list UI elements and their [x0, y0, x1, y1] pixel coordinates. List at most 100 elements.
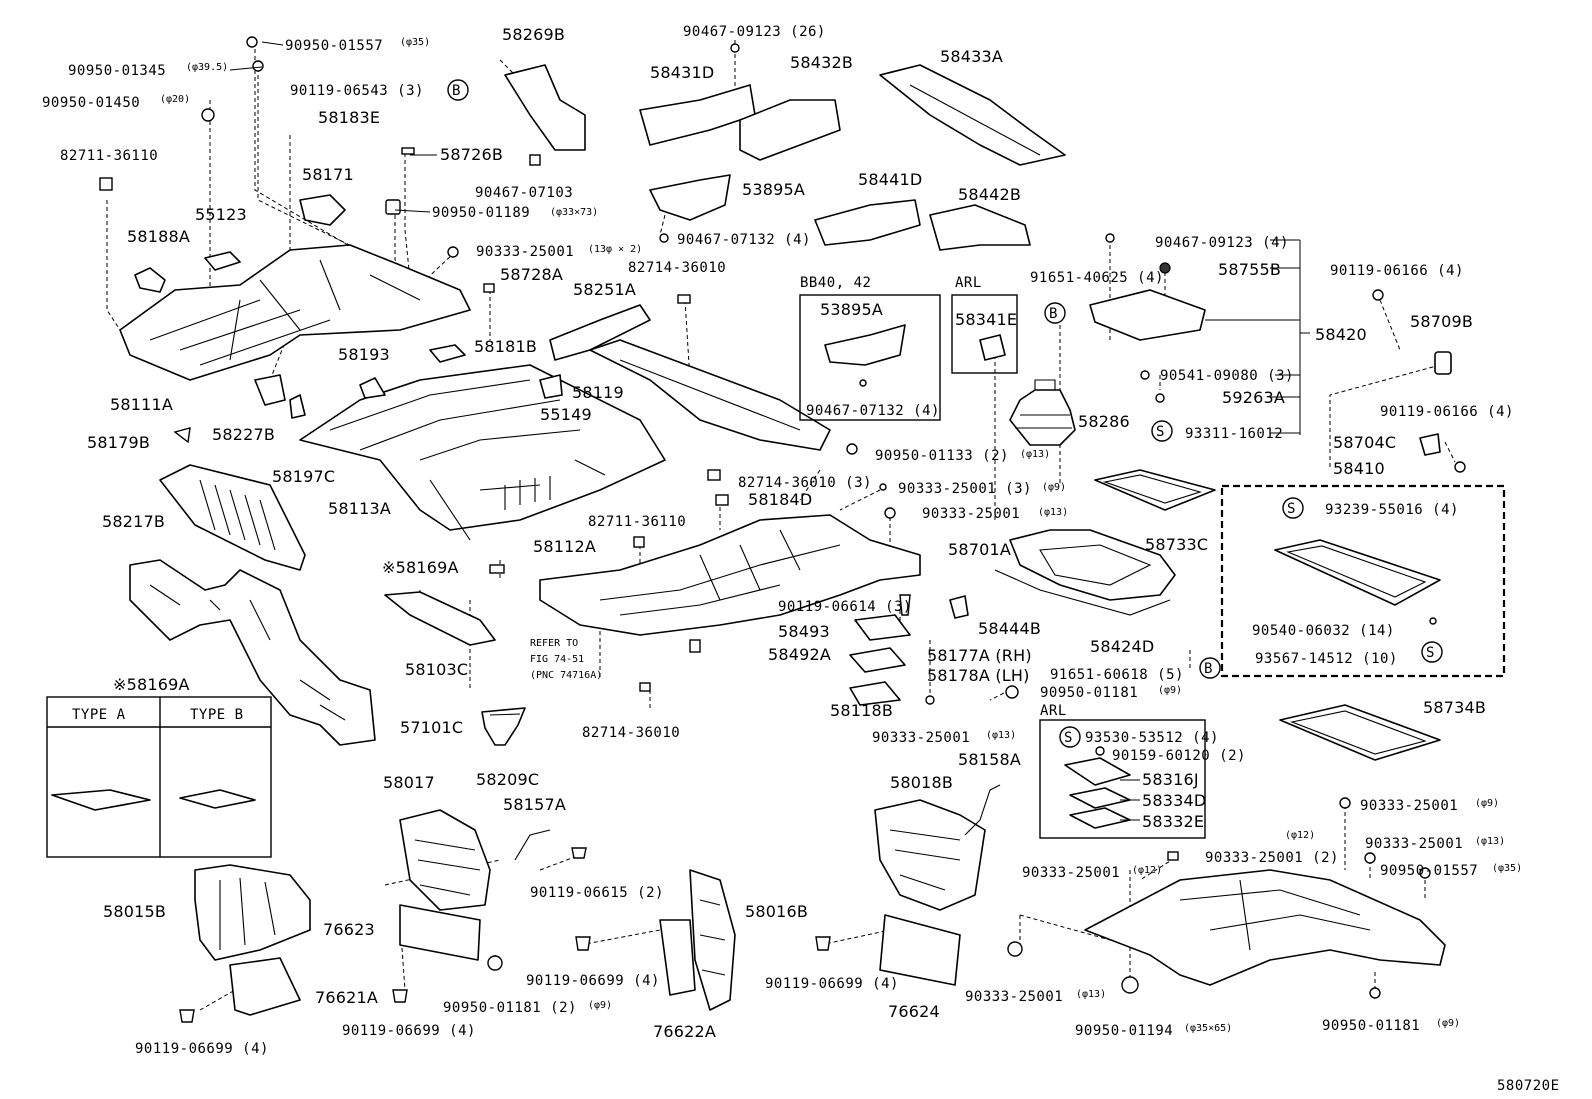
label-53895A-box: 53895A	[820, 300, 883, 319]
clip-icon	[677, 294, 691, 304]
label-90119-06699: 90119-06699 (4)	[342, 1023, 476, 1039]
label-76622A: 76622A	[653, 1022, 716, 1041]
label-55123: 55123	[195, 205, 247, 224]
clip-icon	[173, 427, 191, 444]
label-58169A-box: ※58169A	[113, 675, 190, 694]
svg-text:B: B	[1049, 306, 1058, 322]
label-type-b: TYPE B	[190, 707, 244, 723]
label-58227B: 58227B	[212, 425, 275, 444]
label-58755B: 58755B	[1218, 260, 1281, 279]
label-58728A: 58728A	[500, 265, 563, 284]
label-58441D: 58441D	[858, 170, 922, 189]
bolt-icon	[1095, 746, 1105, 756]
label-90541-09080: 90541-09080 (3)	[1160, 368, 1294, 384]
part-53895A-top-shape	[649, 174, 731, 221]
label-90467-07132-box: 90467-07132 (4)	[806, 403, 940, 419]
part-58193-shape	[359, 377, 386, 399]
washer-icon	[1429, 617, 1437, 625]
label-dim: (φ35)	[1492, 863, 1522, 874]
part-58188A-shape	[134, 267, 166, 293]
bolt-icon	[575, 936, 591, 951]
label-dim: (φ35)	[400, 37, 430, 48]
label-58734B: 58734B	[1423, 698, 1486, 717]
part-58492A-shape	[849, 647, 906, 673]
label-58424D: 58424D	[1090, 637, 1154, 656]
label-dim: (φ39.5)	[186, 62, 228, 73]
marker-b-icon: B	[1199, 657, 1221, 679]
label-90333-25001: 90333-25001	[872, 730, 970, 746]
bolt-icon	[529, 154, 541, 166]
label-82711-36110: 82711-36110	[60, 148, 158, 164]
label-bb40-42: BB40, 42	[800, 275, 871, 291]
part-58209C-shape	[481, 707, 526, 746]
part-58118B-shape	[849, 681, 901, 706]
label-90950-01450: 90950-01450	[42, 95, 140, 111]
part-58493-shape	[854, 614, 911, 641]
part-58332E-shape	[1069, 807, 1131, 829]
label-58017: 58017	[383, 773, 435, 792]
label-58334D: 58334D	[1142, 791, 1206, 810]
part-rear-floor-right-shape	[1084, 869, 1446, 986]
clip-icon	[401, 147, 415, 155]
label-58103C: 58103C	[405, 660, 468, 679]
part-58157A-shape	[514, 829, 551, 861]
svg-text:S: S	[1064, 730, 1073, 746]
part-58018B-shape	[874, 799, 986, 911]
plug-icon	[1005, 685, 1019, 699]
label-58701A: 58701A	[948, 540, 1011, 559]
part-58341E-shape	[979, 334, 1006, 361]
plug-icon	[884, 507, 896, 519]
label-90119-06699: 90119-06699 (4)	[765, 976, 899, 992]
label-58193: 58193	[338, 345, 390, 364]
label-dim: (φ9)	[1042, 482, 1066, 493]
label-58183E: 58183E	[318, 108, 380, 127]
part-58733C-shape	[1094, 469, 1216, 511]
label-90119-06615: 90119-06615 (2)	[530, 885, 664, 901]
plug-icon	[846, 443, 858, 455]
dashed-box-58410	[1220, 484, 1506, 678]
screw-icon	[659, 233, 669, 243]
svg-text:S: S	[1426, 645, 1435, 661]
label-90950-01181: 90950-01181 (2)	[443, 1000, 577, 1016]
label-58119: 58119	[572, 383, 624, 402]
label-58251A: 58251A	[573, 280, 636, 299]
label-57101C: 57101C	[400, 718, 463, 737]
label-90119-06166: 90119-06166 (4)	[1330, 263, 1464, 279]
label-58177A: 58177A (RH)	[927, 646, 1032, 665]
label-58709B: 58709B	[1410, 312, 1473, 331]
label-58217B: 58217B	[102, 512, 165, 531]
label-93311-16012: 93311-16012	[1185, 426, 1283, 442]
svg-text:S: S	[1287, 501, 1296, 517]
label-refer: (PNC 74716A)	[530, 670, 602, 681]
part-58410-shape	[1274, 539, 1441, 606]
label-58188A: 58188A	[127, 227, 190, 246]
label-arl-b: ARL	[1040, 703, 1067, 719]
part-57101C-shape	[129, 559, 376, 746]
type-box	[46, 696, 272, 858]
screw-icon	[730, 43, 740, 53]
labels: 90950-01557 (φ35) 90950-01345 (φ39.5) 90…	[42, 24, 1559, 1094]
marker-s-icon: S	[1059, 726, 1081, 748]
plug-icon	[1121, 976, 1139, 994]
label-90333-25001-2: 90333-25001 (2)	[1205, 850, 1339, 866]
boxes	[46, 294, 1506, 858]
label-90950-01133: 90950-01133 (2)	[875, 448, 1009, 464]
label-58157A: 58157A	[503, 795, 566, 814]
marker-b-icon: B	[1044, 302, 1066, 324]
svg-text:B: B	[1204, 661, 1213, 677]
plug-icon	[925, 695, 935, 705]
label-58442B: 58442B	[958, 185, 1021, 204]
part-58016B-shape	[689, 869, 736, 1011]
plug-icon	[1364, 852, 1376, 864]
label-dim: (φ9)	[1436, 1018, 1460, 1029]
marker-s-icon: S	[1282, 497, 1304, 519]
label-58113A: 58113A	[328, 499, 391, 518]
part-58217B-shape	[159, 464, 306, 571]
plate-icon	[489, 564, 505, 574]
label-refer: FIG 74-51	[530, 654, 584, 665]
part-58755B-shape	[1159, 262, 1171, 274]
bolt-icon	[899, 594, 911, 616]
label-58112A: 58112A	[533, 537, 596, 556]
label-58341E: 58341E	[955, 310, 1017, 329]
